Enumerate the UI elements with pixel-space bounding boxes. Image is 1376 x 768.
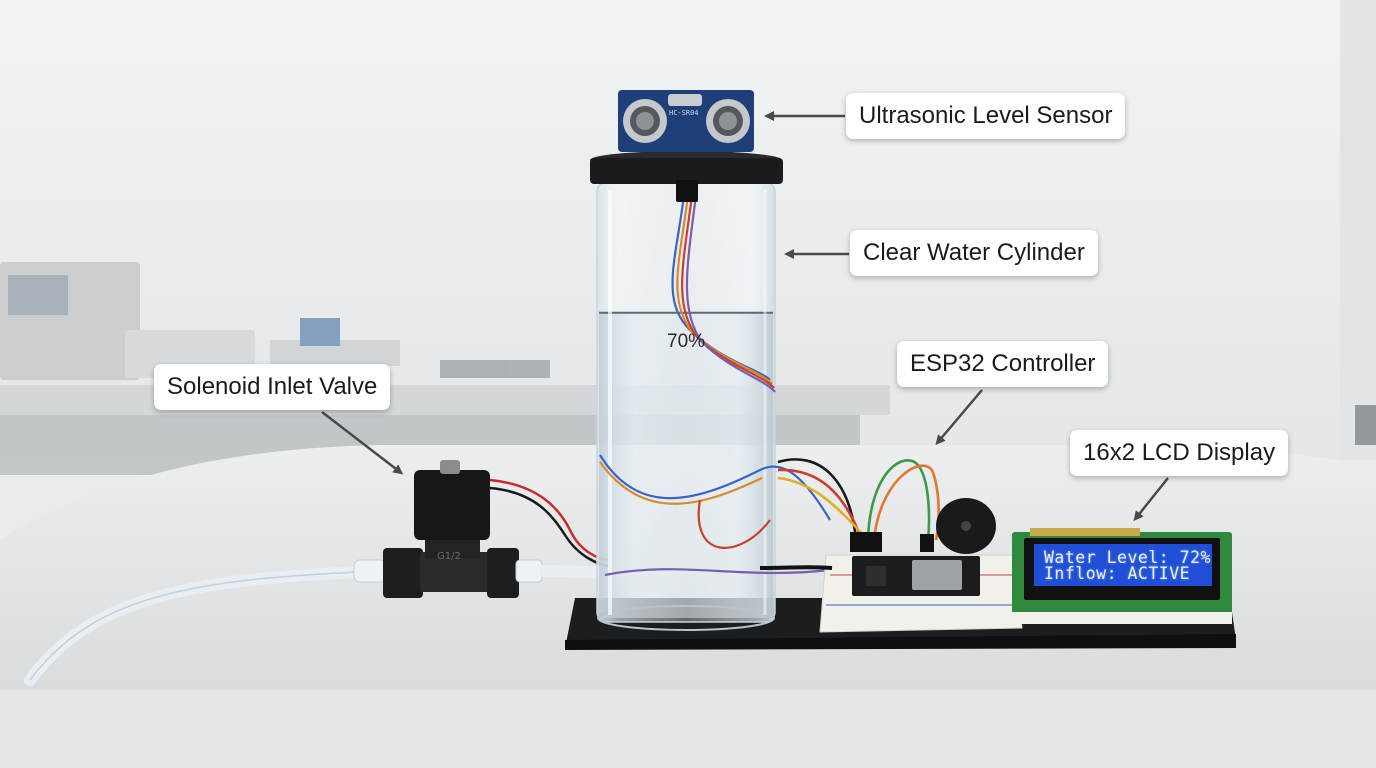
right-wall-edge [1340, 0, 1376, 460]
esp32-board [852, 556, 980, 596]
table-front [0, 690, 1376, 768]
callout-esp32-controller: ESP32 Controller [897, 341, 1109, 387]
cylinder-bottom [597, 605, 775, 631]
cylinder-level-readout: 70% [667, 331, 706, 352]
callout-lcd-display: 16x2 LCD Display [1070, 430, 1289, 476]
pin-headers [850, 532, 882, 552]
lcd-module [1012, 528, 1232, 624]
callout-water-cylinder: Clear Water Cylinder [850, 230, 1098, 276]
usb-cable [759, 565, 833, 570]
buzzer [936, 498, 996, 554]
callout-ultrasonic-sensor: Ultrasonic Level Sensor [846, 93, 1126, 139]
internal-wires [599, 454, 831, 577]
sensor-board-print: HC-SR04 [669, 109, 699, 117]
solenoid-valve [353, 460, 601, 598]
arrow-lcd [1133, 477, 1169, 522]
lcd-line-1: Water Level: 72% [1044, 548, 1211, 567]
water-column [599, 312, 773, 618]
callout-solenoid-valve: Solenoid Inlet Valve [154, 364, 391, 410]
lcd-line-2: Inflow: ACTIVE [1044, 564, 1191, 583]
arrow-solenoid [321, 411, 404, 475]
valve-body-print: G1/2 [437, 551, 461, 562]
ultrasonic-sensor [618, 90, 754, 152]
sensor-cable [671, 194, 776, 393]
arrow-esp32 [935, 389, 983, 446]
